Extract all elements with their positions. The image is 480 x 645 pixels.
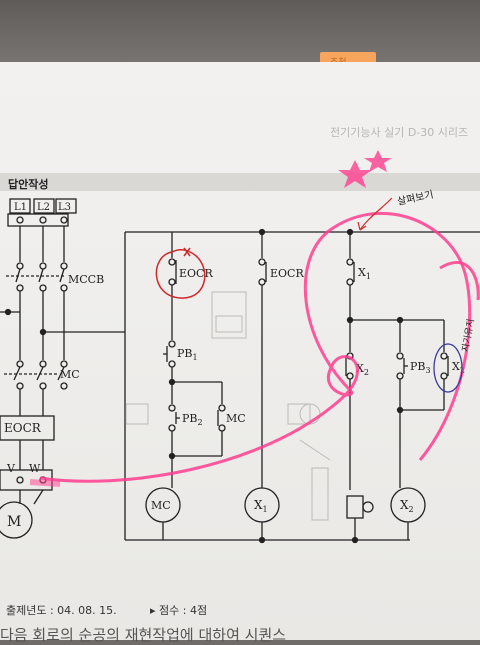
- label-x2-contact: X2: [356, 362, 369, 377]
- label-mccb: MCCB: [68, 273, 104, 286]
- motor-circle: [0, 501, 33, 539]
- eocr-box: [0, 415, 55, 441]
- label-x1-coil: X1: [254, 498, 268, 514]
- l1-terminal: [9, 198, 31, 214]
- handwritten-note-1: 살펴보기: [396, 189, 435, 208]
- power-circuit: [0, 198, 125, 539]
- desk-background: [0, 0, 480, 70]
- label-pb2: PB2: [182, 412, 203, 427]
- blue-circle-x2: [433, 343, 463, 393]
- label-motor: M: [7, 514, 21, 530]
- section-title: 답안작성: [8, 178, 49, 191]
- label-w: W: [29, 462, 41, 475]
- label-eocr-nc: EOCR: [179, 267, 213, 280]
- pink-star-1: [338, 160, 372, 188]
- label-l2: L2: [37, 202, 50, 213]
- handwritten-note-2: 자기유지: [460, 318, 477, 353]
- faded-header-text: 전기기능사 실기 D-30 시리즈: [330, 126, 469, 139]
- footer-year: 출제년도 : 04. 08. 15.: [6, 604, 117, 617]
- terminal-block: [7, 213, 69, 227]
- l2-terminal: [33, 198, 55, 214]
- label-eocr-no: EOCR: [270, 267, 304, 280]
- label-l1: L1: [14, 202, 27, 213]
- timer-symbol: [346, 495, 364, 519]
- footer-score: ▸ 점수 : 4점: [150, 604, 208, 617]
- label-v: V: [6, 462, 16, 475]
- label-eocr-power: EOCR: [4, 421, 42, 435]
- pink-star-2: [364, 150, 392, 172]
- label-x1-contact: X1: [358, 266, 371, 281]
- label-x2-coil: X2: [400, 498, 414, 514]
- red-circle-eocr: [155, 248, 206, 299]
- bottom-question-text: 다음 회로의 순공의 재현작업에 대하여 시퀀스: [0, 626, 287, 644]
- circuit-labels: L1 L2 L3 MCCB MC EOCR V W M EOCR EOCR PB…: [4, 202, 465, 530]
- label-pb1: PB1: [177, 347, 198, 362]
- label-mc-power: MC: [60, 368, 80, 381]
- pink-loop-stroke: [39, 211, 472, 483]
- label-pb3: PB3: [410, 360, 431, 375]
- label-l3: L3: [58, 202, 71, 213]
- label-mc-aux: MC: [226, 412, 246, 425]
- l3-terminal: [55, 198, 77, 214]
- hand-annotations: [29, 150, 480, 487]
- label-mc-coil: MC: [151, 499, 171, 512]
- control-circuit: [124, 228, 480, 544]
